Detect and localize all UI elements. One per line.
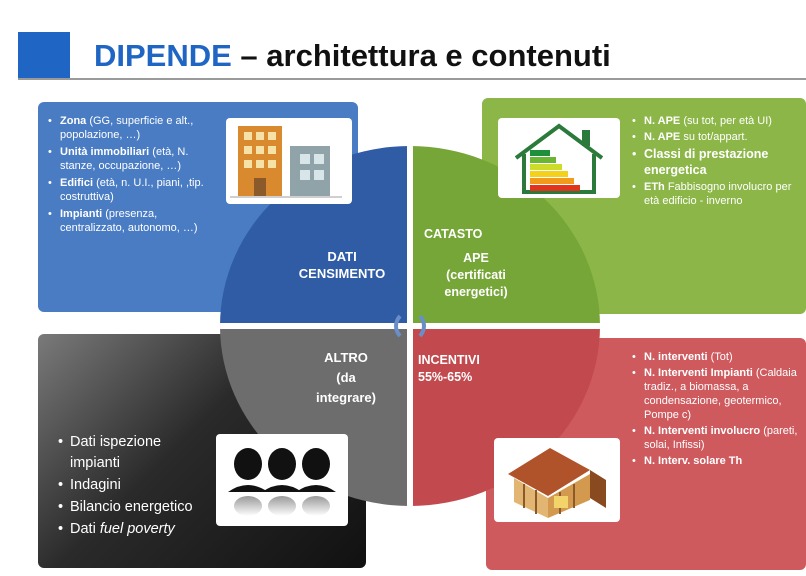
slide-header: DIPENDE – architettura e contenuti xyxy=(14,30,806,82)
list-item: Dati fuel poverty xyxy=(58,519,214,540)
page-title: DIPENDE – architettura e contenuti xyxy=(94,38,611,74)
altro-list: Dati ispezione impianti Indagini Bilanci… xyxy=(58,432,214,541)
list-item: Zona (GG, superficie e alt., popolazione… xyxy=(48,114,220,142)
list-item: Bilancio energetico xyxy=(58,497,214,518)
list-item: Dati ispezione impianti xyxy=(58,432,214,474)
house-construction-icon xyxy=(494,438,620,522)
catasto-list: N. APE (su tot, per età UI) N. APE su to… xyxy=(632,114,800,210)
list-item: N. Interventi involucro (pareti, solai, … xyxy=(632,424,802,452)
title-underline xyxy=(18,78,806,80)
title-rest: – architettura e contenuti xyxy=(231,38,611,73)
incentivi-list: N. interventi (Tot) N. Interventi Impian… xyxy=(632,350,802,470)
census-list: Zona (GG, superficie e alt., popolazione… xyxy=(48,114,220,238)
energy-class-house-icon xyxy=(498,118,620,198)
list-item: N. Interventi Impianti (Caldaia tradiz.,… xyxy=(632,366,802,422)
people-icon xyxy=(216,434,348,526)
list-item: Indagini xyxy=(58,475,214,496)
list-item: N. Interv. solare Th xyxy=(632,454,802,468)
title-accent-block xyxy=(18,32,70,78)
list-item: N. APE su tot/appart. xyxy=(632,130,800,144)
list-item: ETh Fabbisogno involucro per età edifici… xyxy=(632,180,800,208)
list-item: Unità immobiliari (età, N. stanze, occup… xyxy=(48,145,220,173)
list-item: N. interventi (Tot) xyxy=(632,350,802,364)
list-item: Classi di prestazione energetica xyxy=(632,146,800,178)
cycle-arrows-icon xyxy=(394,310,426,342)
title-brand: DIPENDE xyxy=(94,38,232,73)
building-icon xyxy=(226,118,352,204)
list-item: Impianti (presenza, centralizzato, auton… xyxy=(48,207,220,235)
list-item: Edifici (età, n. U.I., piani, ,tip. cost… xyxy=(48,176,220,204)
list-item: N. APE (su tot, per età UI) xyxy=(632,114,800,128)
catasto-center-label: CATASTO xyxy=(424,227,483,241)
